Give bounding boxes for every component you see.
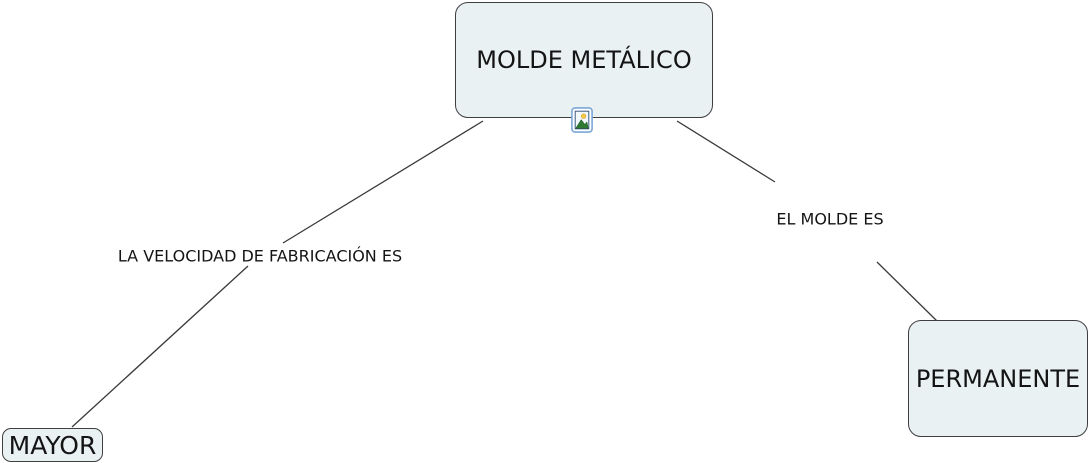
link-label-molde-es[interactable]: EL MOLDE ES xyxy=(776,209,884,229)
concept-node-label: MOLDE METÁLICO xyxy=(476,46,692,74)
link-line-velocidad-upper[interactable] xyxy=(282,120,484,244)
concept-node-mayor[interactable]: MAYOR xyxy=(2,428,103,462)
link-line-velocidad-lower[interactable] xyxy=(71,265,249,428)
concept-node-permanente[interactable]: PERMANENTE xyxy=(908,320,1088,437)
concept-node-label: MAYOR xyxy=(8,430,97,460)
link-label-velocidad[interactable]: LA VELOCIDAD DE FABRICACIÓN ES xyxy=(117,246,403,266)
concept-node-label: PERMANENTE xyxy=(915,364,1081,393)
link-line-molde-es-upper[interactable] xyxy=(676,120,776,183)
concept-node-molde-metalico[interactable]: MOLDE METÁLICO xyxy=(455,2,713,118)
link-line-molde-es-lower[interactable] xyxy=(876,261,939,323)
image-resource-icon[interactable] xyxy=(571,107,593,133)
